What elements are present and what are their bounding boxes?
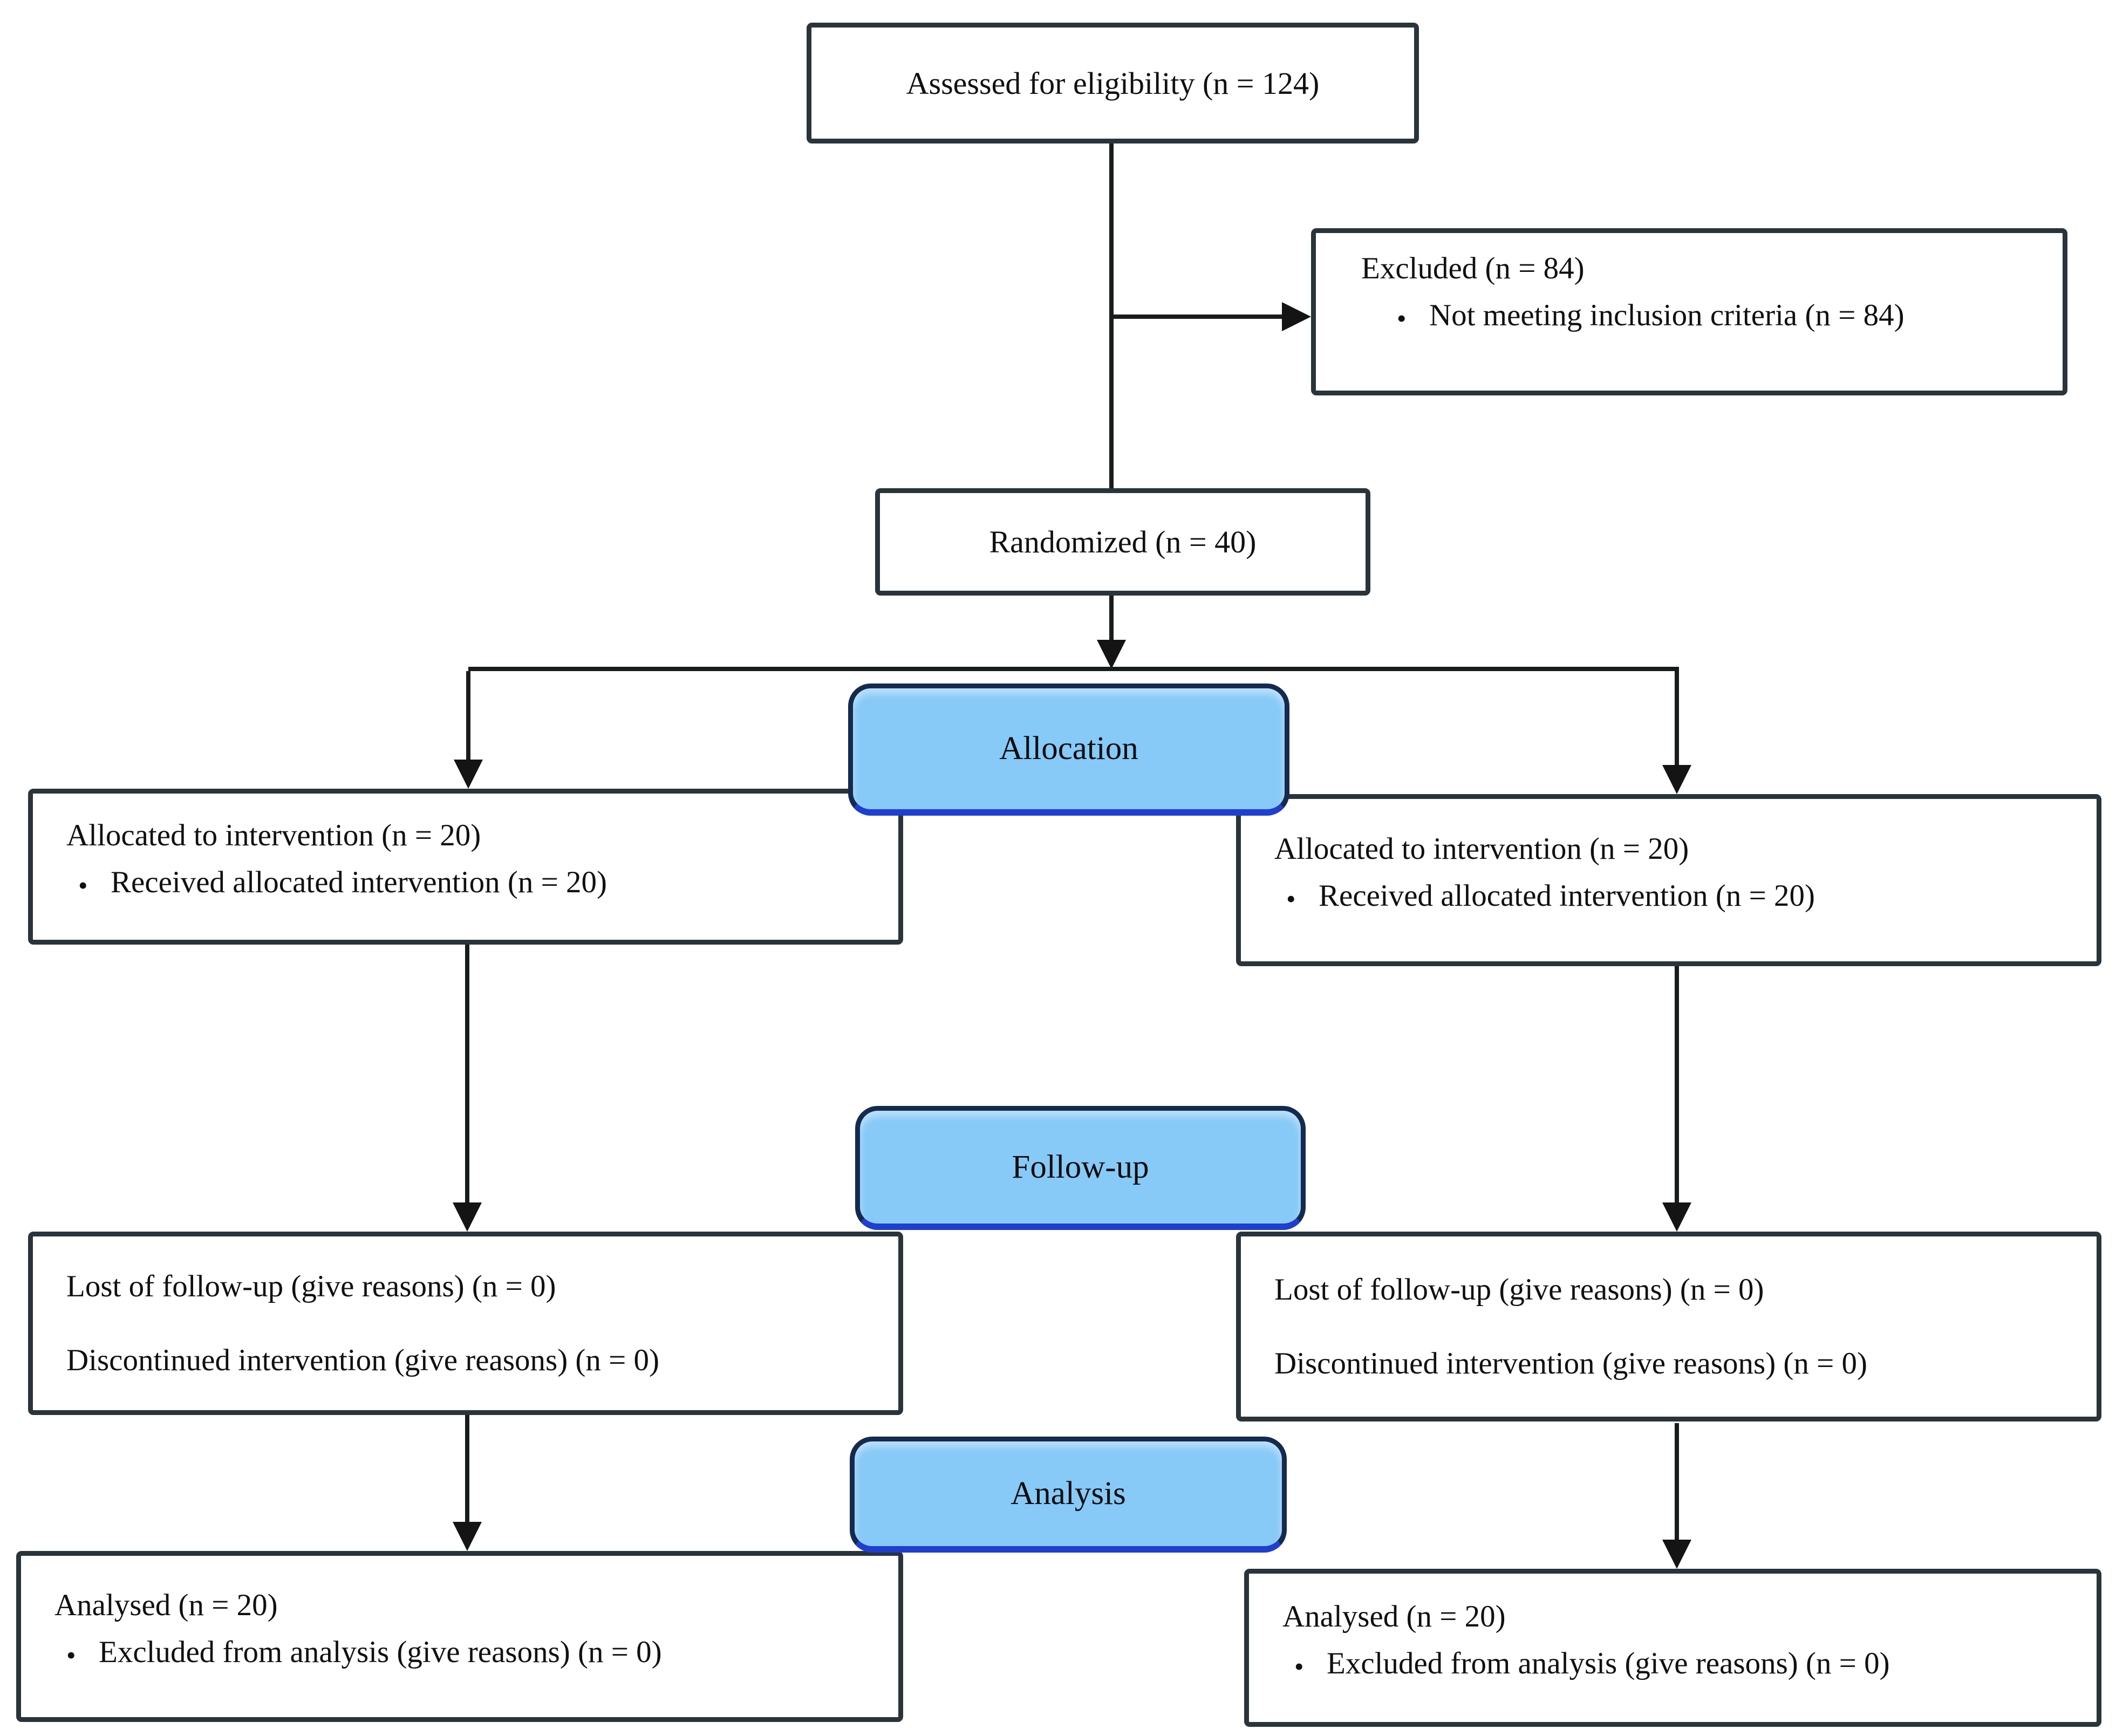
excluded-box: Excluded (n = 84) Not meeting inclusion …	[1311, 228, 2067, 395]
arrowhead-down-icon	[1662, 1540, 1691, 1569]
arrowhead-down-icon	[1662, 1202, 1691, 1232]
followup-right-line1: Lost of follow-up (give reasons) (n = 0)	[1274, 1272, 1764, 1307]
arrowhead-down-icon	[453, 1522, 482, 1551]
arrowhead-down-icon	[454, 760, 483, 789]
followup-left-line2: Discontinued intervention (give reasons)…	[66, 1343, 660, 1377]
analysed-left-title: Analysed (n = 20)	[54, 1588, 278, 1622]
analysis-stage-text: Analysis	[1011, 1475, 1126, 1512]
allocated-left-title: Allocated to intervention (n = 20)	[66, 818, 481, 852]
randomized-box: Randomized (n = 40)	[875, 488, 1370, 596]
followup-stage-text: Follow-up	[1012, 1149, 1149, 1185]
connector-branch-to-left-allocation	[466, 671, 470, 762]
followup-left-line1: Lost of follow-up (give reasons) (n = 0)	[66, 1269, 556, 1303]
connector-left-allocation-to-followup	[465, 945, 469, 1205]
connector-left-followup-to-analysis	[465, 1415, 469, 1524]
arrowhead-right-icon	[1282, 302, 1311, 331]
excluded-bullet: Not meeting inclusion criteria (n = 84)	[1397, 296, 2046, 335]
followup-left-box: Lost of follow-up (give reasons) (n = 0)…	[28, 1232, 903, 1415]
connector-branch-to-right-allocation	[1675, 671, 1679, 766]
allocated-right-bullet-list: Received allocated intervention (n = 20)	[1274, 877, 2080, 915]
connector-right-allocation-to-followup	[1675, 966, 1679, 1205]
allocated-right-title: Allocated to intervention (n = 20)	[1274, 831, 1689, 866]
allocated-left-box: Allocated to intervention (n = 20) Recei…	[28, 789, 903, 945]
analysed-left-box: Analysed (n = 20) Excluded from analysis…	[16, 1551, 903, 1722]
analysed-right-bullet-list: Excluded from analysis (give reasons) (n…	[1282, 1644, 2080, 1683]
analysed-right-title: Analysed (n = 20)	[1282, 1599, 1506, 1634]
allocated-left-bullet-list: Received allocated intervention (n = 20)	[66, 863, 882, 902]
excluded-title: Excluded (n = 84)	[1361, 251, 1585, 285]
followup-right-box: Lost of follow-up (give reasons) (n = 0)…	[1236, 1232, 2101, 1421]
followup-stage-label: Follow-up	[855, 1106, 1306, 1230]
arrowhead-down-icon	[1662, 765, 1691, 794]
allocated-left-bullet: Received allocated intervention (n = 20)	[78, 863, 882, 902]
followup-right-line2: Discontinued intervention (give reasons)…	[1274, 1347, 1868, 1380]
analysed-right-box: Analysed (n = 20) Excluded from analysis…	[1244, 1569, 2101, 1727]
allocation-stage-text: Allocation	[999, 730, 1138, 767]
connector-right-followup-to-analysis	[1675, 1423, 1679, 1542]
analysed-left-bullet: Excluded from analysis (give reasons) (n…	[66, 1633, 882, 1672]
connector-eligibility-to-randomized	[1109, 143, 1114, 488]
branch-line-allocation	[468, 667, 1679, 671]
connector-to-excluded	[1114, 315, 1282, 319]
connector-randomized-to-branch	[1109, 596, 1114, 641]
excluded-bullet-list: Not meeting inclusion criteria (n = 84)	[1361, 296, 2046, 335]
allocated-right-box: Allocated to intervention (n = 20) Recei…	[1236, 794, 2101, 966]
allocated-right-bullet: Received allocated intervention (n = 20)	[1286, 877, 2080, 915]
randomized-text: Randomized (n = 40)	[989, 524, 1257, 559]
arrowhead-down-icon	[453, 1202, 482, 1232]
arrowhead-down-icon	[1097, 640, 1126, 669]
analysed-right-bullet: Excluded from analysis (give reasons) (n…	[1294, 1644, 2080, 1683]
analysed-left-bullet-list: Excluded from analysis (give reasons) (n…	[54, 1633, 882, 1672]
analysis-stage-label: Analysis	[850, 1437, 1287, 1553]
eligibility-box: Assessed for eligibility (n = 124)	[807, 23, 1419, 143]
allocation-stage-label: Allocation	[848, 684, 1289, 816]
eligibility-text: Assessed for eligibility (n = 124)	[906, 65, 1320, 101]
